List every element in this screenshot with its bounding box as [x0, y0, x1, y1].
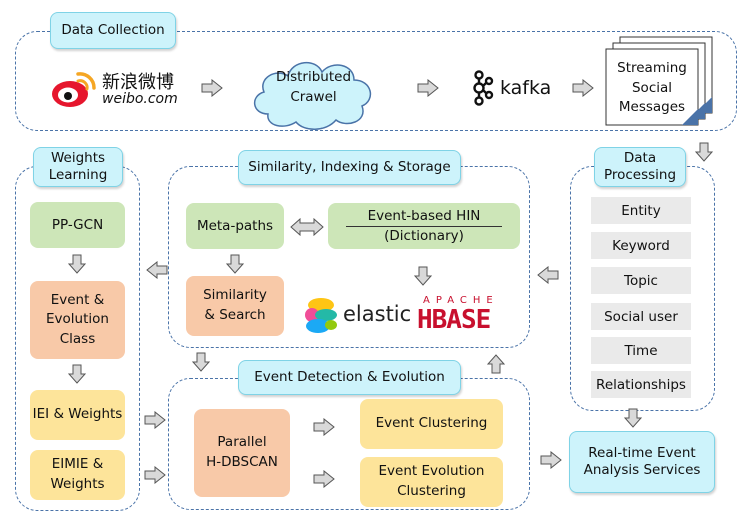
- event-detection-label: Event Detection & Evolution: [238, 360, 461, 395]
- event-evolution-class-box: Event & Evolution Class: [30, 281, 125, 359]
- hin-title: Event-based HIN: [345, 207, 503, 227]
- arrow-right-hdbscan-to-evolution: [313, 470, 335, 488]
- apache-label: APACHE: [423, 295, 499, 306]
- kafka-label: kafka: [500, 77, 552, 99]
- elastic-label: elastic: [343, 302, 412, 326]
- arrow-bidirectional-meta-hin: [290, 218, 324, 236]
- arrow-right-kafka-to-streaming: [572, 79, 594, 97]
- distributed-crawel-label: Distributed Crawel: [275, 69, 352, 105]
- processing-item-topic: Topic: [591, 267, 691, 294]
- similarity-indexing-label: Similarity, Indexing & Storage: [238, 150, 461, 185]
- cloud-shape: [254, 62, 372, 130]
- data-collection-group: [15, 31, 737, 131]
- processing-item-time: Time: [591, 337, 691, 364]
- parallel-hdbscan-box: Parallel H-DBSCAN: [194, 409, 290, 497]
- arrow-left-similarity-to-weights: [146, 261, 168, 279]
- processing-item-keyword: Keyword: [591, 232, 691, 259]
- real-time-services-box: Real-time Event Analysis Services: [569, 431, 715, 493]
- arrow-right-weibo-to-cloud: [201, 79, 223, 97]
- arrow-right-detection-to-services: [540, 451, 562, 469]
- weibo-eye-icon: [52, 72, 96, 107]
- eimie-weights-box: EIMIE & Weights: [30, 450, 125, 500]
- arrow-left-processing-to-similarity: [537, 266, 559, 284]
- iei-weights-box: IEI & Weights: [30, 390, 125, 440]
- arrow-right-cloud-to-kafka: [417, 79, 439, 97]
- arrow-down-similarity-to-detection: [192, 352, 210, 372]
- arrow-down-processing-to-services: [624, 408, 642, 428]
- weights-learning-label: Weights Learning: [33, 147, 123, 187]
- arrow-down-meta-to-search: [226, 254, 244, 274]
- processing-item-entity: Entity: [591, 197, 691, 224]
- weibo-logo: 新浪微博 weibo.com: [50, 64, 190, 114]
- arrow-right-iei-to-detection: [144, 411, 166, 429]
- data-collection-label: Data Collection: [50, 12, 176, 49]
- elastic-logo: elastic: [303, 296, 421, 334]
- elastic-icon: [305, 298, 337, 333]
- weibo-domain: weibo.com: [102, 91, 178, 107]
- processing-item-relationships: Relationships: [591, 371, 691, 398]
- streaming-social-messages-label: Streaming Social Messages: [617, 60, 687, 116]
- meta-paths-box: Meta-paths: [186, 203, 284, 249]
- arrow-down-event-class: [68, 364, 86, 384]
- hin-subtitle: (Dictionary): [384, 228, 464, 244]
- processing-item-social-user: Social user: [591, 303, 691, 330]
- streaming-docs-icon: [605, 36, 713, 126]
- arrow-down-to-processing: [695, 142, 713, 162]
- kafka-logo: kafka: [470, 70, 560, 106]
- event-evolution-clustering-box: Event Evolution Clustering: [360, 457, 503, 507]
- weibo-chinese-name: 新浪微博: [102, 72, 174, 93]
- arrow-right-hdbscan-to-clustering: [313, 418, 335, 436]
- similarity-search-box: Similarity & Search: [186, 276, 284, 336]
- event-based-hin-box: Event-based HIN (Dictionary): [328, 203, 520, 249]
- arrow-up-detection-to-similarity: [487, 354, 505, 374]
- arrow-right-eimie-to-detection: [144, 466, 166, 484]
- kafka-icon: [473, 70, 494, 106]
- arrow-down-ppgcn: [68, 254, 86, 274]
- arrow-down-hin-to-storage: [414, 266, 432, 286]
- pp-gcn-box: PP-GCN: [30, 202, 125, 248]
- event-clustering-box: Event Clustering: [360, 399, 503, 449]
- data-processing-label: Data Processing: [594, 147, 686, 187]
- hbase-label: HBASE: [417, 305, 491, 335]
